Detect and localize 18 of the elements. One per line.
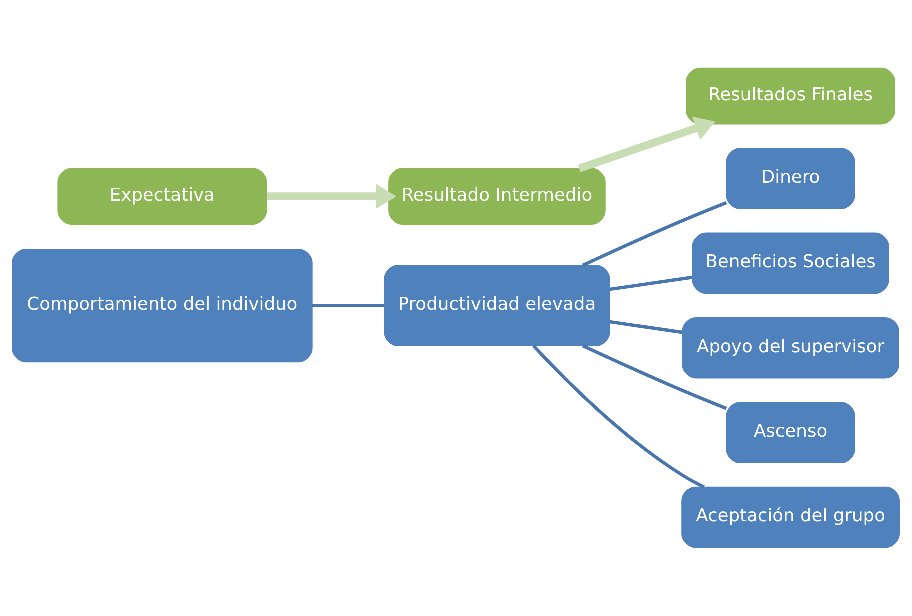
node-box: Resultados Finales xyxy=(686,68,896,125)
node-box: Dinero xyxy=(726,148,856,210)
node-box: Aceptación del grupo xyxy=(682,486,900,548)
arrow xyxy=(266,184,396,209)
connector xyxy=(312,304,384,308)
arrow xyxy=(578,116,716,172)
node-box: Ascenso xyxy=(726,402,856,464)
connector xyxy=(610,276,693,292)
connector xyxy=(582,201,728,268)
node-box: Productividad elevada xyxy=(384,265,610,346)
node-box: Comportamiento del individuo xyxy=(12,248,313,363)
connector xyxy=(532,344,706,489)
connector xyxy=(610,320,683,334)
connector xyxy=(582,344,728,410)
node-box: Resultado Intermedio xyxy=(388,168,606,225)
node-box: Beneficios Sociales xyxy=(692,232,890,294)
node-box: Expectativa xyxy=(58,168,268,225)
node-box: Apoyo del supervisor xyxy=(682,317,900,379)
